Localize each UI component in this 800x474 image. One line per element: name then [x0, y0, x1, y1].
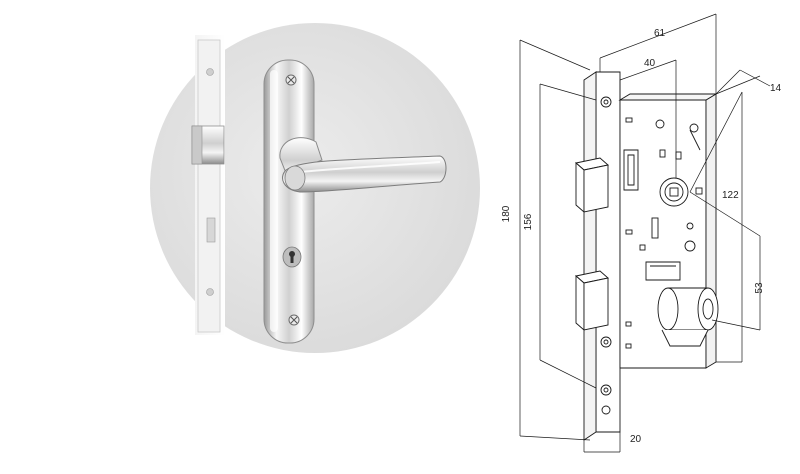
drawing-cylinder: [657, 287, 719, 347]
dim-label-14: 14: [770, 83, 782, 94]
dim-label-61: 61: [654, 28, 666, 39]
dim-label-122: 122: [722, 190, 739, 201]
technical-drawing: [519, 13, 771, 453]
dim-label-40: 40: [644, 58, 656, 69]
deadbolt-slot: [206, 217, 216, 243]
product-photo: [150, 23, 480, 353]
dim-label-20: 20: [630, 434, 642, 445]
door-edge-faceplate: [191, 35, 225, 335]
escutcheon-plate: [263, 59, 315, 344]
dim-label-180: 180: [501, 205, 512, 222]
dimension-lines: [519, 13, 771, 453]
dim-label-53: 53: [754, 282, 765, 294]
dim-label-156: 156: [523, 213, 534, 230]
keyhole: [282, 246, 302, 268]
lever-handle: [279, 137, 447, 193]
drawing-latch: [575, 157, 609, 213]
drawing-deadbolt: [575, 270, 609, 331]
latch-bolt: [191, 125, 225, 165]
dimension-labels: 61 40 14 180 156 122 53 20: [501, 28, 782, 445]
